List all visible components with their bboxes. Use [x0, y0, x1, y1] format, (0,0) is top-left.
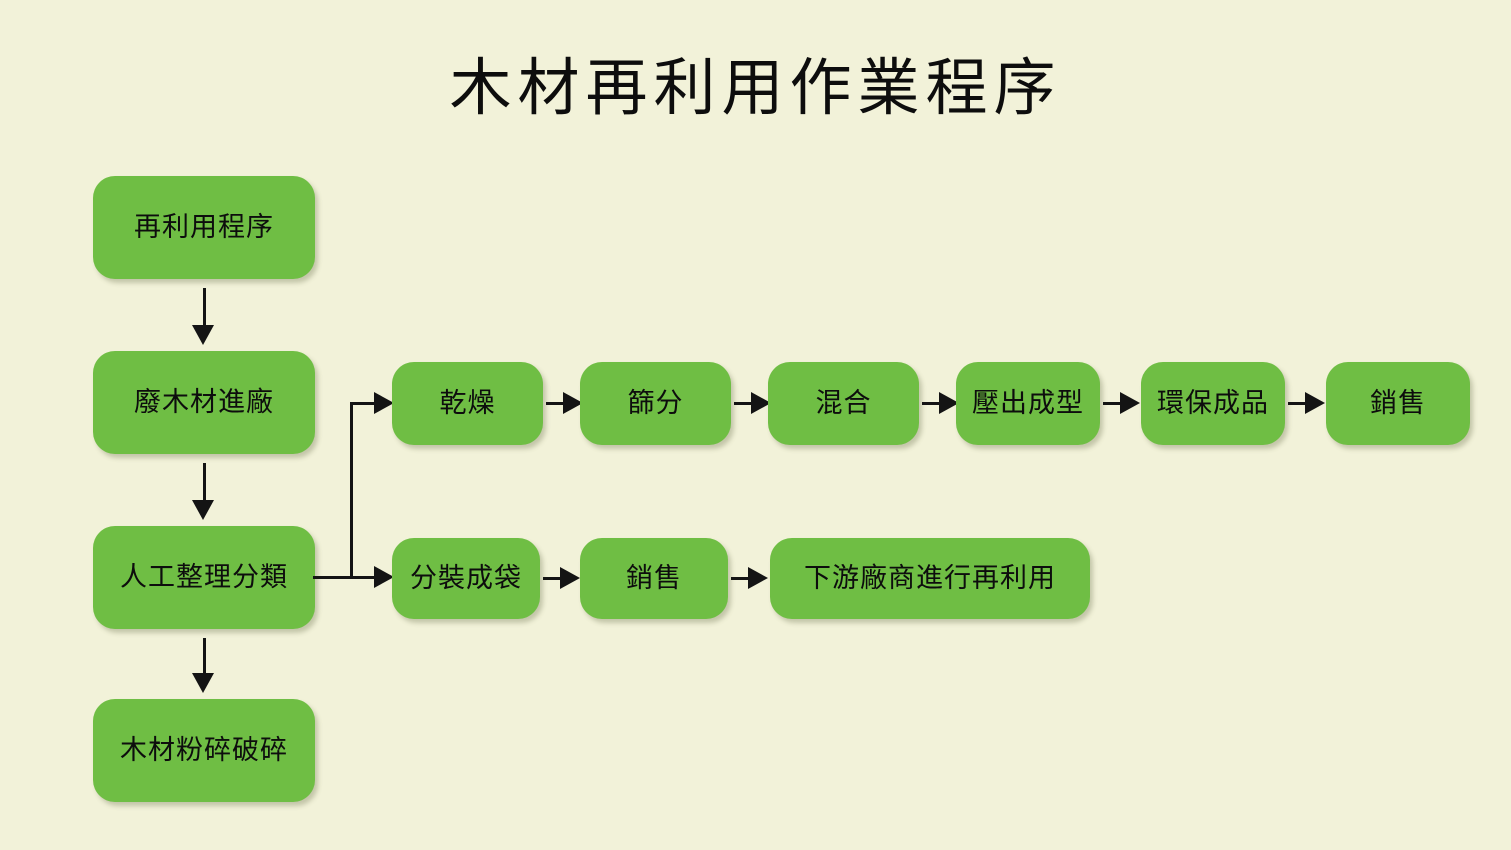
node-screening[interactable]: 篩分 — [580, 362, 731, 445]
arrowhead-right-icon — [939, 392, 959, 414]
node-manual-sorting[interactable]: 人工整理分類 — [93, 526, 315, 629]
arrowhead-right-icon — [1305, 392, 1325, 414]
connector-drying-to-screening — [546, 402, 572, 405]
connector-branch-riser — [350, 403, 353, 579]
arrowhead-right-icon — [748, 567, 768, 589]
connector-intake-to-sorting — [203, 463, 206, 503]
node-reuse-procedure[interactable]: 再利用程序 — [93, 176, 315, 279]
arrowhead-right-icon — [751, 392, 771, 414]
connector-sorting-stub — [313, 576, 353, 579]
node-label: 廢木材進廠 — [134, 386, 274, 418]
node-wood-crushing[interactable]: 木材粉碎破碎 — [93, 699, 315, 802]
connector-bagging-to-sales — [543, 577, 569, 580]
node-drying[interactable]: 乾燥 — [392, 362, 543, 445]
arrowhead-right-icon — [374, 566, 394, 588]
arrowhead-right-icon — [563, 392, 583, 414]
arrowhead-down-icon — [192, 325, 214, 345]
node-label: 下游廠商進行再利用 — [804, 562, 1056, 594]
node-label: 環保成品 — [1157, 387, 1269, 419]
arrowhead-down-icon — [192, 500, 214, 520]
node-downstream-reuse[interactable]: 下游廠商進行再利用 — [770, 538, 1090, 619]
node-label: 分裝成袋 — [410, 562, 522, 594]
connector-to-drying — [350, 402, 382, 405]
arrowhead-right-icon — [374, 392, 394, 414]
connector-ecoproduct-to-sales — [1288, 402, 1314, 405]
node-label: 壓出成型 — [972, 387, 1084, 419]
connector-reuse-to-intake — [203, 288, 206, 328]
connector-sales-to-downstream — [731, 577, 757, 580]
node-label: 混合 — [815, 387, 872, 419]
node-label: 篩分 — [627, 387, 684, 419]
connector-extrusion-to-ecoproduct — [1103, 402, 1129, 405]
connector-screening-to-mixing — [734, 402, 760, 405]
node-sales-bottom[interactable]: 銷售 — [580, 538, 728, 619]
arrowhead-right-icon — [560, 567, 580, 589]
page-title: 木材再利用作業程序 — [449, 51, 1062, 124]
node-label: 乾燥 — [439, 387, 496, 419]
node-mixing[interactable]: 混合 — [768, 362, 919, 445]
connector-sorting-to-crushing — [203, 638, 206, 676]
node-label: 銷售 — [626, 562, 682, 594]
arrowhead-right-icon — [1120, 392, 1140, 414]
node-extrusion-forming[interactable]: 壓出成型 — [956, 362, 1100, 445]
node-label: 銷售 — [1370, 387, 1426, 419]
connector-to-bagging — [350, 576, 382, 579]
node-sales-top[interactable]: 銷售 — [1326, 362, 1470, 445]
node-label: 木材粉碎破碎 — [120, 734, 288, 766]
node-label: 人工整理分類 — [120, 561, 288, 593]
node-label: 再利用程序 — [134, 211, 274, 243]
node-bagging[interactable]: 分裝成袋 — [392, 538, 540, 619]
node-eco-product[interactable]: 環保成品 — [1141, 362, 1285, 445]
node-waste-wood-intake[interactable]: 廢木材進廠 — [93, 351, 315, 454]
connector-mixing-to-extrusion — [922, 402, 948, 405]
arrowhead-down-icon — [192, 673, 214, 693]
